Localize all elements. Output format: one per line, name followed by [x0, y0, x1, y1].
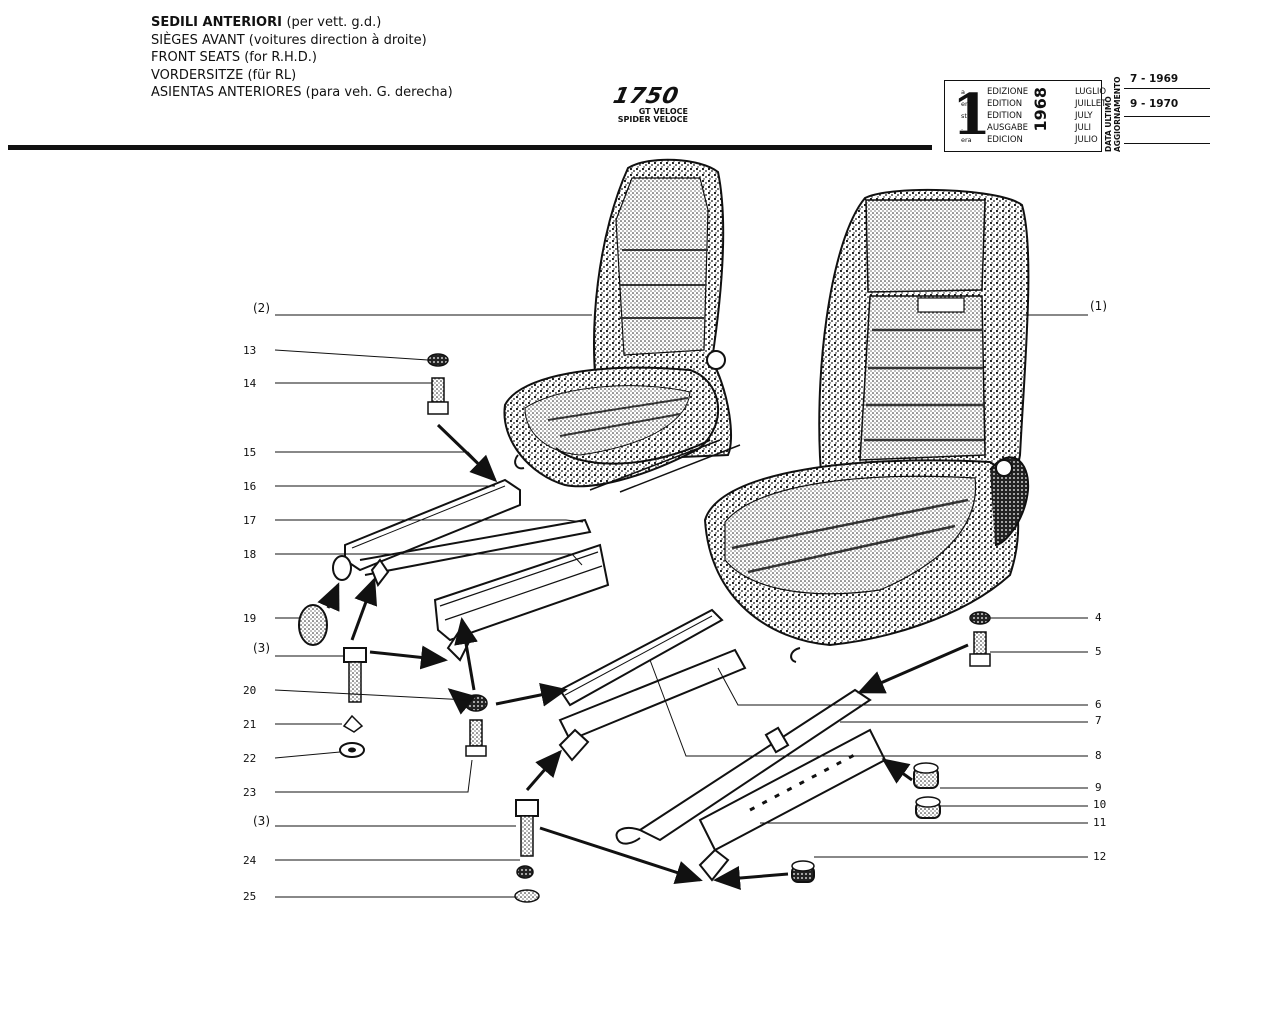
model-variant-gt: GT VELOCE	[638, 107, 688, 116]
edition-suffix: a	[961, 88, 965, 96]
callout-9: 9	[1095, 781, 1102, 794]
edition-digit: 1	[952, 82, 991, 148]
update-line	[1124, 116, 1210, 117]
edition-suffix: ere	[961, 100, 972, 108]
callout-14: 14	[243, 377, 257, 390]
title-line-fr: SIÈGES AVANT (voitures direction à droit…	[151, 32, 453, 50]
callout-5: 5	[1095, 645, 1102, 658]
title-en-sub: (for R.H.D.)	[244, 50, 317, 65]
callout-18: 18	[243, 548, 257, 561]
hardware-items	[298, 353, 991, 903]
edition-row: ere EDITION JUILLET	[961, 98, 1106, 110]
model-variant-spider: SPIDER VELOCE	[617, 115, 688, 124]
callout-8: 8	[1095, 749, 1102, 762]
edition-row: a EDIZIONE LUGLIO	[961, 86, 1106, 98]
edition-row: . AUSGABE JULI	[961, 122, 1091, 134]
rail-set-upper	[332, 478, 610, 662]
edition-row: st EDITION JULY	[961, 110, 1093, 122]
callout-3-upper: (3)	[253, 641, 270, 655]
edition-label: AUSGABE	[987, 123, 1029, 133]
update-line	[1124, 143, 1210, 144]
callout-19: 19	[243, 612, 257, 625]
title-line-es: ASIENTAS ANTERIORES (para veh. G. derech…	[151, 84, 453, 102]
callout-2: (2)	[253, 301, 270, 315]
edition-row: era EDICION JULIO	[961, 134, 1098, 146]
callout-20: 20	[243, 684, 257, 697]
callout-10: 10	[1093, 798, 1107, 811]
callout-22: 22	[243, 752, 257, 765]
update-date-1: 7 - 1969	[1130, 73, 1179, 85]
edition-label: EDITION	[987, 111, 1023, 121]
edition-suffix: era	[961, 136, 972, 144]
title-es-sub: (para veh. G. derecha)	[305, 85, 453, 100]
model-logo: 1750 GT VELOCE SPIDER VELOCE	[604, 84, 688, 124]
update-line	[1124, 88, 1210, 89]
seat-2-illustration	[503, 158, 741, 493]
edition-label: EDITION	[987, 99, 1023, 109]
callout-11: 11	[1093, 816, 1107, 829]
page-title-block: SEDILI ANTERIORI (per vett. g.d.) SIÈGES…	[151, 14, 453, 102]
callout-16: 16	[243, 480, 257, 493]
title-it-main: SEDILI ANTERIORI	[151, 15, 282, 30]
callout-7: 7	[1095, 714, 1102, 727]
edition-suffix: st	[961, 112, 967, 120]
update-date-2: 9 - 1970	[1130, 98, 1179, 110]
callout-17: 17	[243, 514, 257, 527]
edition-label: EDICION	[987, 135, 1023, 145]
callout-25: 25	[243, 890, 257, 903]
callout-24: 24	[243, 854, 257, 867]
title-de-sub: (für RL)	[247, 67, 297, 83]
edition-suffix: .	[961, 124, 964, 132]
title-fr-sub: (voitures direction à droite)	[248, 32, 427, 48]
title-line-en: FRONT SEATS (for R.H.D.)	[151, 49, 453, 67]
rail-set-lower	[558, 608, 887, 882]
title-en-main: FRONT SEATS	[151, 50, 241, 65]
title-it-sub: (per vett. g.d.)	[286, 15, 382, 30]
callout-13: 13	[243, 344, 257, 357]
callout-4: 4	[1095, 611, 1102, 624]
edition-month: JULIO	[1075, 135, 1098, 145]
title-es-main: ASIENTAS ANTERIORES	[151, 85, 302, 100]
callout-6: 6	[1095, 698, 1102, 711]
header-rule	[8, 145, 932, 150]
title-fr-main: SIÈGES AVANT	[151, 32, 245, 48]
edition-month: JULI	[1075, 123, 1091, 133]
leader-lines	[274, 314, 1088, 898]
callout-23: 23	[243, 786, 257, 799]
callout-12: 12	[1093, 850, 1107, 863]
edition-label: EDIZIONE	[987, 87, 1029, 97]
edition-month: JUILLET	[1075, 99, 1107, 109]
title-line-de: VORDERSITZE (für RL)	[151, 67, 453, 85]
seat-1-illustration	[703, 188, 1030, 663]
title-line-it: SEDILI ANTERIORI (per vett. g.d.)	[151, 14, 453, 32]
edition-month: JULY	[1075, 111, 1093, 121]
title-de-main: VORDERSITZE	[151, 67, 244, 83]
callout-3-lower: (3)	[253, 814, 270, 828]
callout-21: 21	[243, 718, 257, 731]
callout-15: 15	[243, 446, 257, 459]
edition-month: LUGLIO	[1075, 87, 1107, 97]
callout-1: (1)	[1090, 299, 1107, 313]
